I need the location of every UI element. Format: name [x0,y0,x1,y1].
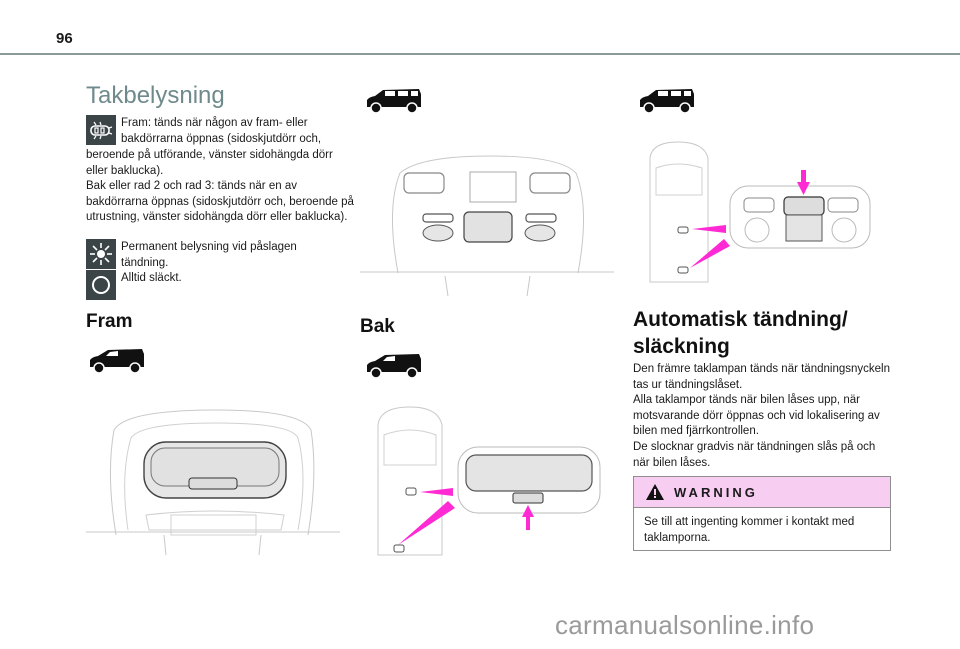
section-title: Takbelysning [86,82,225,109]
sun-light-icon [86,239,116,269]
heading-rear: Bak [360,316,395,337]
front-ceiling-lamp-illustration [86,405,340,555]
auto-paragraph-3: De slocknar gradvis när tändningen slås … [633,441,876,469]
page-number: 96 [56,30,73,47]
heading-automatic: Automatisk tändning/ släckning [633,308,848,358]
warning-box: WARNING Se till att ingenting kommer i k… [633,476,891,551]
van-icon-rear [365,353,423,379]
rear-row-ceiling-illustration [360,148,614,298]
warning-title: WARNING [674,484,758,500]
rear-lamp-illustration [370,405,610,565]
mode-permanent-text: Permanent belysning vid påslagen tändnin… [121,241,297,269]
mode-front-rear-text-line2: bakdörrarna öppnas (sidoskjutdörr och, [121,133,322,145]
header-divider [0,53,960,55]
minibus-icon [365,88,423,114]
heading-front: Fram [86,311,133,332]
circle-off-icon [86,270,116,300]
auto-paragraph-1: Den främre taklampan tänds när tändnings… [633,363,890,391]
mode-off-text: Alltid släckt. [121,272,182,284]
warning-header: WARNING [634,477,890,508]
door-open-car-icon [86,115,116,145]
mode-front-rear-text-line1: Fram: tänds när någon av fram- eller [121,117,308,129]
mode-front-rear-text-rest: beroende på utförande, vänster sidohängd… [86,149,354,223]
rear-row-lamp-illustration [644,140,884,285]
warning-text: Se till att ingenting kommer i kontakt m… [644,516,855,544]
warning-triangle-icon [646,484,664,500]
auto-paragraph-2: Alla taklampor tänds när bilen låses upp… [633,394,880,437]
watermark[interactable]: carmanualsonline.info [555,610,815,640]
van-icon [88,348,146,374]
minibus-icon-right [638,88,696,114]
